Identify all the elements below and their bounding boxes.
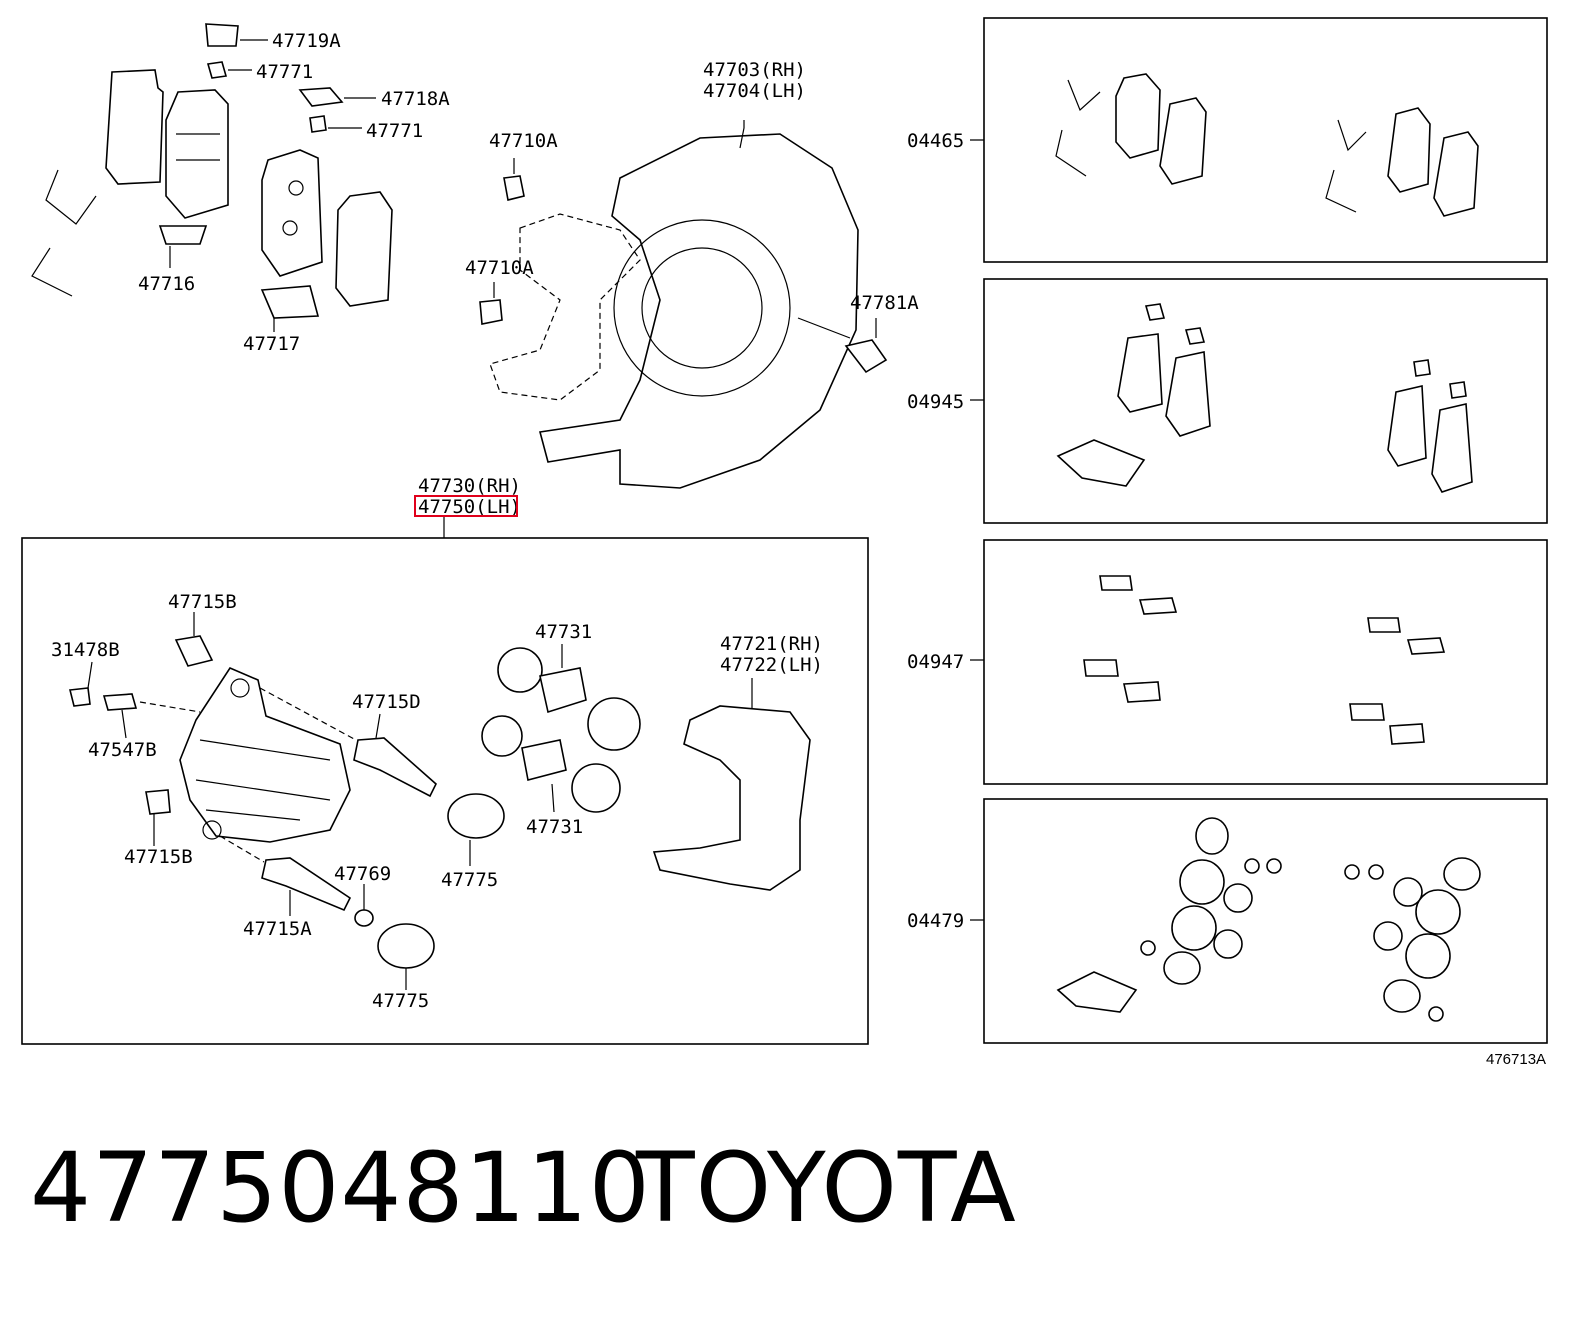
label-47715B: 47715B <box>124 846 193 868</box>
brake-pad-set-drawing <box>31 23 393 332</box>
label-47715D: 47715D <box>352 691 421 713</box>
kit-box-04479 <box>983 798 1548 1044</box>
parts-diagram: 47719A 47771 47718A 47771 47716 47717 47… <box>21 17 1548 1068</box>
label-47704-lh: 47704(LH) <box>703 80 806 102</box>
label-47715A: 47715A <box>243 918 312 940</box>
label-47771: 47771 <box>256 61 313 83</box>
label-47775: 47775 <box>372 990 429 1012</box>
label-47750-lh: 47750(LH) <box>418 496 521 518</box>
label-47731: 47731 <box>526 816 583 838</box>
caliper-assembly-frame <box>21 537 869 1045</box>
label-47721-rh: 47721(RH) <box>720 633 823 655</box>
callout-labels: 47719A 47771 47718A 47771 47716 47717 47… <box>51 30 919 1012</box>
label-47717: 47717 <box>243 333 300 355</box>
label-47703-rh: 47703(RH) <box>703 59 806 81</box>
kit-panels: 04465 04945 04947 04479 <box>907 17 1548 1044</box>
label-47715B: 47715B <box>168 591 237 613</box>
dust-shield-drawing <box>479 120 888 489</box>
kit-box-04945 <box>983 278 1548 524</box>
label-31478B: 31478B <box>51 639 120 661</box>
label-47731: 47731 <box>535 621 592 643</box>
kit-label-04465: 04465 <box>907 130 964 152</box>
diagram-reference-code: 476713A <box>1486 1051 1546 1068</box>
part-highlight-box <box>414 495 518 517</box>
label-47719A: 47719A <box>272 30 341 52</box>
label-47781A: 47781A <box>850 292 919 314</box>
part-number-caption: 4775048110 <box>30 1132 651 1244</box>
label-47710A: 47710A <box>489 130 558 152</box>
label-47716: 47716 <box>138 273 195 295</box>
kit-label-04947: 04947 <box>907 651 964 673</box>
brand-caption: TOYOTA <box>636 1132 1017 1244</box>
label-47730-rh: 47730(RH) <box>418 475 521 497</box>
label-47547B: 47547B <box>88 739 157 761</box>
label-47775: 47775 <box>441 869 498 891</box>
kit-label-04945: 04945 <box>907 391 964 413</box>
caliper-assembly-drawing <box>69 612 811 990</box>
kit-box-04947 <box>983 539 1548 785</box>
label-47710A: 47710A <box>465 257 534 279</box>
label-47771: 47771 <box>366 120 423 142</box>
label-47718A: 47718A <box>381 88 450 110</box>
label-47769: 47769 <box>334 863 391 885</box>
kit-label-04479: 04479 <box>907 910 964 932</box>
label-47722-lh: 47722(LH) <box>720 654 823 676</box>
